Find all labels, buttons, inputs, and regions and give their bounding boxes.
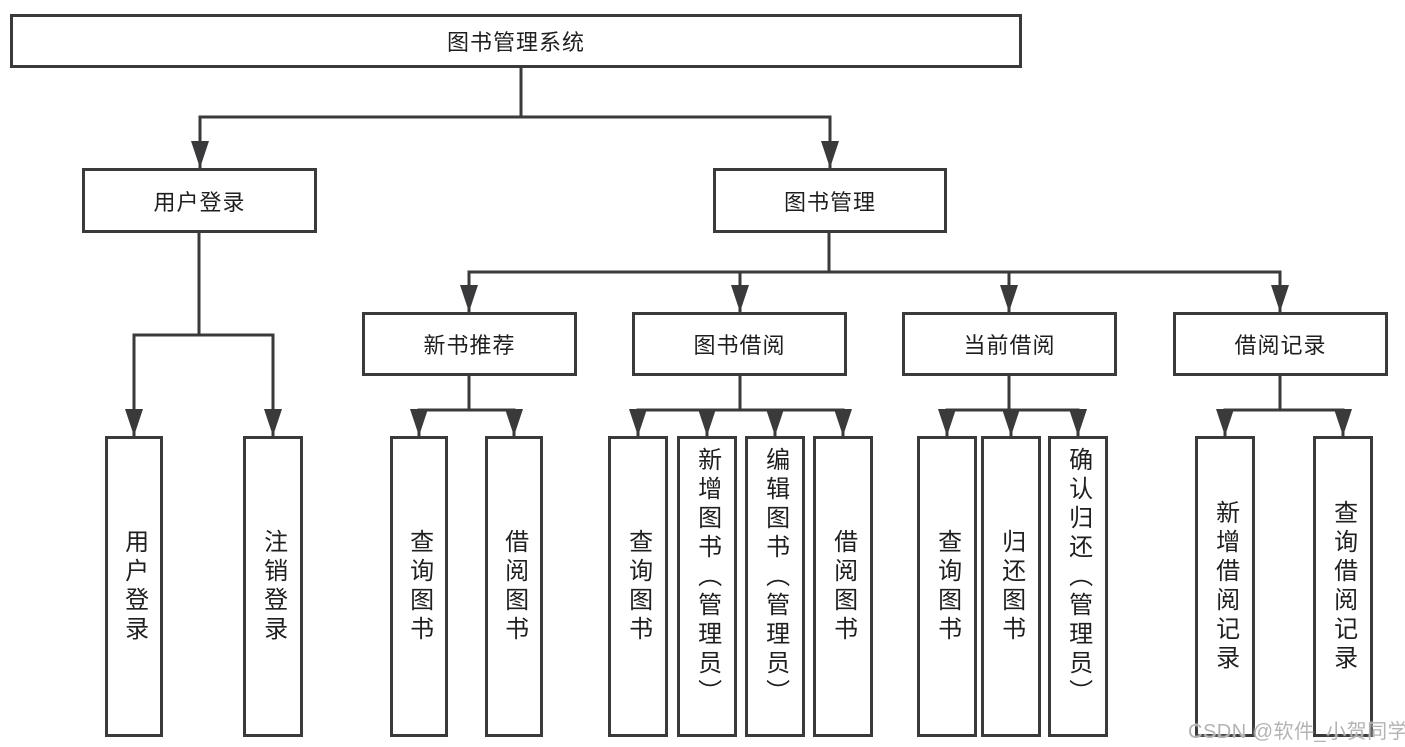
- node-query-book-borrowing: 查询图书: [608, 436, 668, 737]
- node-query-book-recommend: 查询图书: [390, 436, 448, 737]
- node-add-borrow-record: 新增借阅记录: [1195, 436, 1255, 737]
- node-logout: 注销登录: [243, 436, 303, 737]
- arrowheads: [125, 141, 1352, 436]
- node-return-book: 归还图书: [981, 436, 1041, 737]
- node-login: 用户登录: [105, 436, 163, 737]
- node-edit-book-admin: 编辑图书（管理员）: [745, 436, 805, 737]
- node-login-label: 用户登录: [120, 528, 148, 645]
- node-add-book-admin: 新增图书（管理员）: [677, 436, 737, 737]
- node-new-book-recommendation: 新书推荐: [362, 312, 577, 376]
- node-borrow-book: 借阅图书: [813, 436, 873, 737]
- node-book-management: 图书管理: [713, 168, 947, 233]
- node-user-login: 用户登录: [82, 168, 317, 233]
- node-borrowing-records: 借阅记录: [1173, 312, 1388, 376]
- node-confirm-return-admin: 确认归还（管理员）: [1048, 436, 1108, 737]
- node-root: 图书管理系统: [10, 14, 1022, 68]
- node-borrow-book-recommend: 借阅图书: [485, 436, 543, 737]
- node-current-borrowing: 当前借阅: [902, 312, 1117, 376]
- node-logout-label: 注销登录: [259, 528, 287, 645]
- node-query-borrow-record: 查询借阅记录: [1313, 436, 1373, 737]
- node-book-borrowing: 图书借阅: [632, 312, 847, 376]
- watermark-text: CSDN @软件_小贺同学: [1188, 721, 1405, 743]
- node-query-book-current: 查询图书: [917, 436, 977, 737]
